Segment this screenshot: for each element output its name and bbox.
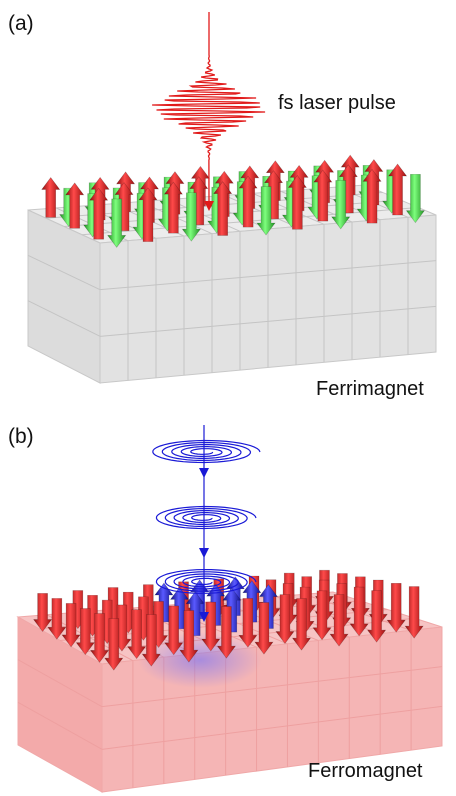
pulse-label: fs laser pulse (278, 92, 396, 114)
spin-down-arrow (141, 614, 161, 667)
spin-down-arrow (181, 192, 201, 242)
spin-down-arrow (254, 602, 274, 655)
circular-pulse (152, 425, 261, 622)
laser-pulse-wave (152, 12, 266, 211)
spin-down-arrow (312, 590, 332, 641)
spin-down-arrow (256, 186, 276, 236)
spin-up-arrow (387, 163, 408, 216)
spin-down-arrow (179, 610, 199, 663)
panel-b (16, 425, 443, 793)
spin-down-arrow (47, 598, 67, 640)
spin-up-arrow (41, 177, 61, 218)
spin-arrows-a (41, 154, 426, 248)
spin-down-arrow (386, 582, 406, 633)
spin-down-arrow (216, 606, 237, 659)
spin-down-arrow (75, 608, 95, 656)
polarization-spiral (155, 569, 257, 594)
spin-down-arrow (405, 173, 426, 224)
spin-up-arrow (163, 181, 184, 234)
spin-down-arrow (329, 594, 349, 647)
spin-down-arrow (107, 198, 127, 248)
spin-down-arrow (89, 613, 110, 663)
spin-down-arrow (331, 180, 351, 230)
spin-up-arrow (138, 187, 158, 242)
spin-up-arrow (362, 168, 382, 224)
spin-down-arrow (238, 598, 258, 648)
spin-down-arrow (275, 594, 295, 644)
spin-down-arrow (33, 593, 53, 632)
spin-up-arrow (89, 187, 109, 240)
spin-down-arrow (404, 586, 424, 639)
spin-down-arrow (291, 598, 312, 651)
spin-arrows-b (33, 569, 424, 671)
polarization-spiral (155, 505, 257, 530)
spin-down-arrow (104, 618, 124, 671)
spin-up-arrow (65, 182, 85, 229)
spin-down-arrow (164, 605, 184, 656)
spin-up-arrow (287, 174, 307, 230)
panel-a (27, 12, 437, 384)
ferrimagnet-label: Ferrimagnet (316, 378, 424, 400)
spin-down-arrow (349, 586, 369, 637)
spin-up-arrow (313, 169, 333, 222)
spin-up-arrow (238, 175, 258, 228)
panel-a-label: (a) (8, 12, 34, 35)
ferromagnet-label: Ferromagnet (308, 760, 423, 782)
spin-down-arrow (61, 603, 81, 648)
spin-up-arrow (213, 181, 233, 236)
spin-down-arrow (366, 590, 387, 643)
spin-down-arrow (127, 609, 147, 660)
panel-b-label: (b) (8, 425, 34, 448)
polarization-spiral (152, 439, 261, 464)
